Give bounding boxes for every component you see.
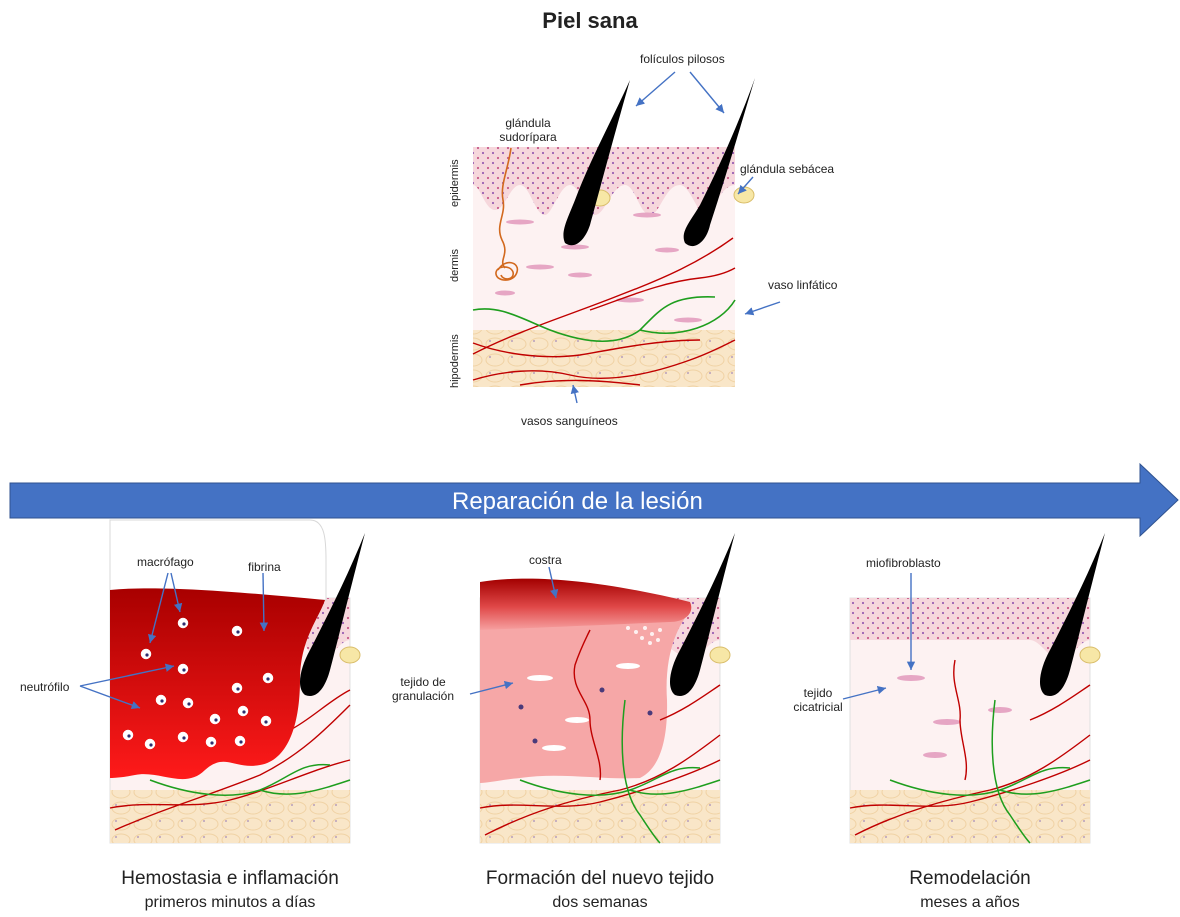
healthy-skin-title: Piel sana (520, 8, 660, 34)
label-hair-follicles: folículos pilosos (640, 52, 725, 66)
label-macrophage: macrófago (137, 555, 194, 569)
stage-3-skin (843, 533, 1105, 843)
label-blood-vessels: vasos sanguíneos (521, 414, 618, 428)
label-neutrophil: neutrófilo (20, 680, 69, 694)
label-fibrin: fibrina (248, 560, 281, 574)
layer-label-hypodermis: hipodermis (449, 334, 461, 388)
scab (480, 579, 691, 630)
label-myofibroblast: miofibroblasto (866, 556, 941, 570)
stage-2-skin (470, 533, 735, 843)
stage-1-title: Hemostasia e inflamación (60, 868, 400, 890)
stage-2-subtitle: dos semanas (430, 894, 770, 912)
layer-label-epidermis: epidermis (449, 159, 461, 207)
layer-label-dermis: dermis (449, 249, 461, 282)
stage-1-subtitle: primeros minutos a días (60, 894, 400, 912)
label-granulation-tissue: tejido de granulación (378, 675, 468, 703)
label-scab: costra (529, 553, 562, 567)
stage-3-title: Remodelación (820, 868, 1120, 890)
stage-1-skin (80, 520, 365, 843)
label-sweat-gland: glándula sudorípara (488, 116, 568, 144)
timeline-label: Reparación de la lesión (452, 488, 703, 516)
stage-2-title: Formación del nuevo tejido (430, 868, 770, 890)
stage-3-subtitle: meses a años (820, 894, 1120, 912)
label-lymph-vessel: vaso linfático (768, 278, 837, 292)
label-sebaceous-gland: glándula sebácea (740, 162, 834, 176)
label-scar-tissue: tejido cicatricial (783, 686, 853, 714)
